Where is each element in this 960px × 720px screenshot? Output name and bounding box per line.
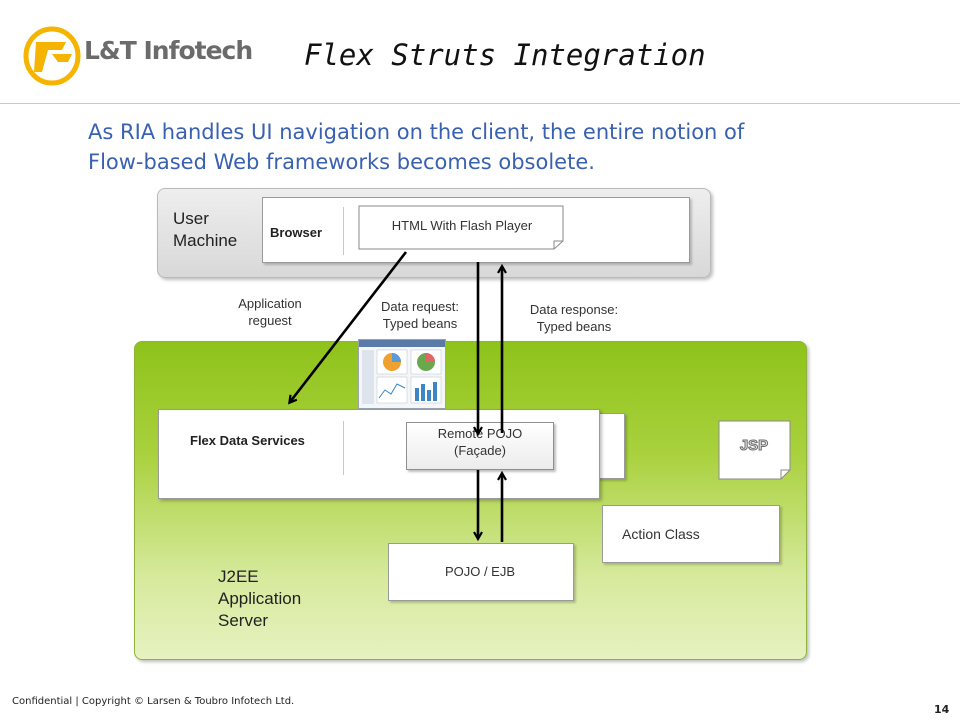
pojo-ejb-label: POJO / EJB	[444, 564, 516, 579]
data-request-label: Data request: Typed beans	[365, 298, 475, 332]
flex-data-services-separator	[343, 421, 344, 475]
jsp-document-shape	[718, 420, 791, 480]
user-machine-label-line-2: Machine	[173, 231, 238, 250]
page-number: 14	[934, 703, 950, 716]
slide-subtitle: As RIA handles UI navigation on the clie…	[88, 117, 908, 177]
j2ee-server-label: J2EE Application Server	[218, 566, 301, 632]
action-class-box	[602, 505, 780, 563]
j2ee-label-line-3: Server	[218, 611, 269, 630]
html-flash-label: HTML With Flash Player	[391, 218, 533, 233]
lt-logo-icon	[23, 26, 81, 86]
browser-separator	[343, 207, 344, 255]
footer-copyright: Confidential | Copyright © Larsen & Toub…	[12, 696, 295, 707]
header-divider	[0, 103, 960, 104]
data-response-label-line-2: Typed beans	[536, 319, 612, 334]
logo-text: L&T Infotech	[84, 36, 253, 65]
data-response-label: Data response: Typed beans	[510, 301, 638, 335]
slide-title: Flex Struts Integration	[304, 38, 706, 72]
application-request-label-line-1: Application	[238, 296, 302, 311]
dashboard-screenshot-image	[358, 339, 446, 409]
company-logo	[22, 20, 262, 92]
data-response-label-line-1: Data response:	[529, 302, 619, 317]
j2ee-label-line-2: Application	[218, 589, 302, 608]
j2ee-server-panel	[134, 341, 807, 660]
remote-pojo-label-line-2: (Façade)	[453, 443, 507, 458]
user-machine-label: User Machine	[173, 208, 237, 252]
j2ee-label-line-1: J2EE	[218, 567, 259, 586]
pojo-ejb-box	[388, 543, 574, 601]
data-request-label-line-2: Typed beans	[382, 316, 458, 331]
flex-data-services-label: Flex Data Services	[190, 433, 305, 448]
action-class-label: Action Class	[622, 526, 700, 542]
browser-label: Browser	[270, 225, 323, 240]
application-request-label: Application reguest	[228, 295, 312, 329]
remote-pojo-label-line-1: Remote POJO	[437, 426, 523, 441]
data-request-label-line-1: Data request:	[380, 299, 460, 314]
application-request-label-line-2: reguest	[248, 313, 292, 328]
user-machine-label-line-1: User	[173, 209, 209, 228]
subtitle-line-2: Flow-based Web frameworks becomes obsole…	[88, 150, 595, 174]
html-document-shape	[358, 205, 564, 250]
jsp-label: JSP	[739, 437, 769, 455]
subtitle-line-1: As RIA handles UI navigation on the clie…	[88, 120, 745, 144]
